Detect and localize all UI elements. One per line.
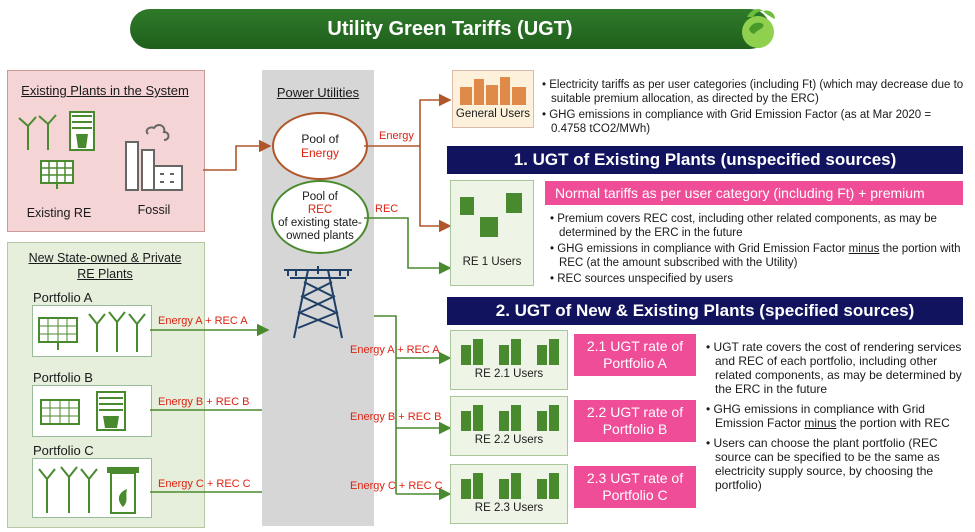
section2-bullet-1: UGT rate covers the cost of rendering se… xyxy=(713,340,962,396)
general-bullet-1: Electricity tariffs as per user categori… xyxy=(549,79,964,105)
general-users-bullets: • Electricity tariffs as per user catego… xyxy=(542,79,964,135)
re23-users-label: RE 2.3 Users xyxy=(474,502,544,514)
new-plants-heading-line1: New State-owned & Private xyxy=(28,251,182,265)
existing-plants-panel xyxy=(7,70,205,232)
section1-pink-bar: Normal tariffs as per user category (inc… xyxy=(545,181,963,205)
ugt-rate-a: 2.1 UGT rate of Portfolio A xyxy=(574,334,696,376)
flow-c-out-label: Energy C + REC C xyxy=(350,480,443,492)
building-icon xyxy=(460,77,526,105)
general-bullet-2: GHG emissions in compliance with Grid Em… xyxy=(549,109,932,135)
section1-bullet-2-post: the portion with REC (at the amount subs… xyxy=(559,243,961,269)
ugt-rate-b: 2.2 UGT rate of Portfolio B xyxy=(574,400,696,442)
section1-header: 1. UGT of Existing Plants (unspecified s… xyxy=(447,146,963,174)
page-title: Utility Green Tariffs (UGT) xyxy=(327,17,573,40)
general-users-label: General Users xyxy=(455,108,531,120)
portfolio-b-label: Portfolio B xyxy=(33,370,93,385)
re23-building-icon xyxy=(461,473,559,499)
transmission-tower-icon xyxy=(274,262,362,340)
section2-distribution xyxy=(374,315,450,495)
re22-users-label: RE 2.2 Users xyxy=(474,434,544,446)
new-plants-heading-line2: RE Plants xyxy=(77,267,133,281)
flow-b-out-label: Energy B + REC B xyxy=(350,411,442,423)
re21-building-icon xyxy=(461,339,559,365)
general-users-box: General Users xyxy=(452,70,534,128)
solar-panel-icon xyxy=(40,160,74,190)
flow-a-in-label: Energy A + REC A xyxy=(158,315,248,327)
flow-c-in-label: Energy C + REC C xyxy=(158,478,251,490)
re22-building-icon xyxy=(461,405,559,431)
fossil-plant-icon xyxy=(120,122,186,192)
section2-bullet-2-post: the portion with REC xyxy=(836,416,950,430)
section1-bullet-3: REC sources unspecified by users xyxy=(557,273,734,285)
re23-users-box: RE 2.3 Users xyxy=(450,464,568,524)
portfolio-b-icons xyxy=(40,391,126,431)
rec-flow-label: REC xyxy=(375,203,399,215)
section1-bullet-2-underline: minus xyxy=(848,243,880,255)
section2-bullets: • UGT rate covers the cost of rendering … xyxy=(706,340,962,492)
pool-rec-line2: REC xyxy=(307,204,333,216)
portfolio-b-box xyxy=(32,385,152,437)
pool-energy-line1: Pool of xyxy=(301,132,339,146)
flow-b-in-label: Energy B + REC B xyxy=(158,396,250,408)
portfolio-c-label: Portfolio C xyxy=(33,443,94,458)
re22-users-box: RE 2.2 Users xyxy=(450,396,568,456)
re1-users-label: RE 1 Users xyxy=(462,256,522,268)
title-banner: Utility Green Tariffs (UGT) xyxy=(130,9,770,49)
section1-bullet-2-pre: GHG emissions in compliance with Grid Em… xyxy=(557,243,849,255)
rec-to-re1-arrow xyxy=(364,217,452,275)
ugt-rate-c: 2.3 UGT rate of Portfolio C xyxy=(574,466,696,508)
re1-building-icon xyxy=(460,193,522,237)
section2-bullet-2-pre: GHG emissions in compliance with Grid Em… xyxy=(713,402,925,430)
fossil-label: Fossil xyxy=(137,203,171,217)
new-plants-heading: New State-owned & Private RE Plants xyxy=(12,250,198,282)
portfolio-a-label: Portfolio A xyxy=(33,290,93,305)
portfolio-a-icons xyxy=(38,311,146,352)
pool-rec-line3: of existing state- xyxy=(278,217,362,229)
re21-users-label: RE 2.1 Users xyxy=(474,368,544,380)
re1-users-box: RE 1 Users xyxy=(450,180,534,286)
energy-flow-label: Energy xyxy=(379,130,414,142)
section2-bullet-2-underline: minus xyxy=(804,416,837,430)
flow-a-out-label: Energy A + REC A xyxy=(350,344,440,356)
green-globe-icon xyxy=(735,5,781,51)
pool-rec-line4: owned plants xyxy=(286,230,354,242)
portfolio-c-icons xyxy=(38,466,139,514)
energy-to-general-arrow xyxy=(364,93,452,147)
existing-plants-heading: Existing Plants in the System xyxy=(21,83,189,98)
pool-energy-line2: Energy xyxy=(300,146,340,160)
section2-header: 2. UGT of New & Existing Plants (specifi… xyxy=(447,297,963,325)
energy-to-re1-arrow xyxy=(419,146,452,233)
power-utilities-heading: Power Utilities xyxy=(276,85,360,100)
pool-rec-line1: Pool of xyxy=(302,191,338,203)
existing-re-label: Existing RE xyxy=(26,206,92,220)
portfolio-c-box xyxy=(32,458,152,518)
section1-bullets: • Premium covers REC cost, including oth… xyxy=(550,213,961,285)
re21-users-box: RE 2.1 Users xyxy=(450,330,568,390)
wind-hydro-icon xyxy=(16,108,116,156)
fossil-to-pool-arrow xyxy=(203,139,272,171)
portfolio-a-box xyxy=(32,305,152,357)
section2-bullet-3: Users can choose the plant portfolio (RE… xyxy=(713,436,940,492)
section1-bullet-1: Premium covers REC cost, including other… xyxy=(557,213,937,239)
